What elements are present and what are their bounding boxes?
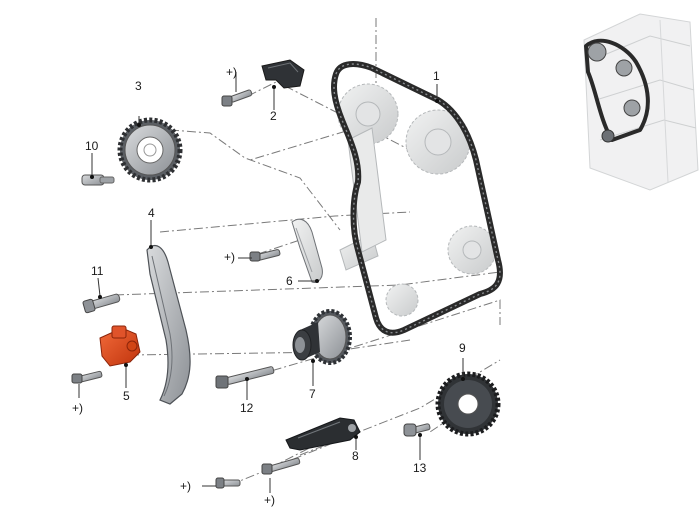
callout-8: 8 bbox=[352, 449, 359, 463]
ghost-sprockets bbox=[337, 83, 497, 317]
callout-2: 2 bbox=[270, 109, 277, 123]
oil-pump-chain-guide bbox=[285, 417, 361, 451]
callout-1: 1 bbox=[433, 69, 440, 83]
oil-pump-sprocket bbox=[435, 371, 501, 437]
bolt-part-6 bbox=[249, 249, 281, 262]
bolt-part-5 bbox=[71, 370, 103, 384]
callout-12: 12 bbox=[240, 401, 254, 415]
fixed-chain-guide bbox=[291, 218, 323, 283]
leader-lines bbox=[78, 72, 464, 493]
callout-11: 11 bbox=[91, 264, 104, 278]
callout-3: 3 bbox=[135, 79, 142, 93]
bolt-part-10 bbox=[81, 174, 115, 186]
callout-4: 4 bbox=[148, 206, 155, 220]
leader-dots bbox=[90, 85, 465, 439]
callout-7: 7 bbox=[309, 387, 316, 401]
bolt-part-2 bbox=[221, 89, 253, 107]
torque-mark-part-8b: +) bbox=[264, 493, 276, 507]
engine-thumbnail-chain bbox=[584, 38, 650, 143]
engine-thumbnail bbox=[583, 13, 699, 191]
torque-mark-part-2: +) bbox=[226, 65, 238, 79]
bolt-part-13 bbox=[403, 423, 431, 437]
timing-chain-links bbox=[333, 63, 501, 334]
torque-mark-part-5: +) bbox=[72, 401, 84, 415]
bolt-part-8b bbox=[261, 457, 301, 475]
callout-10: 10 bbox=[85, 139, 99, 153]
upper-chain-guide bbox=[261, 59, 305, 89]
crankshaft-sprocket bbox=[292, 309, 352, 365]
torque-mark-part-6: +) bbox=[224, 250, 236, 264]
torque-mark-part-8a: +) bbox=[180, 479, 192, 493]
callout-6: 6 bbox=[286, 274, 293, 288]
callout-5: 5 bbox=[123, 389, 130, 403]
pin-bolt-part-11 bbox=[82, 293, 121, 314]
bolt-part-8a bbox=[215, 477, 241, 489]
callout-13: 13 bbox=[413, 461, 427, 475]
tensioner-rail bbox=[146, 245, 191, 405]
bolt-part-12 bbox=[215, 366, 275, 389]
chain-tensioner-highlighted bbox=[99, 325, 141, 367]
camshaft-sprocket bbox=[117, 117, 183, 183]
callout-9: 9 bbox=[459, 341, 466, 355]
